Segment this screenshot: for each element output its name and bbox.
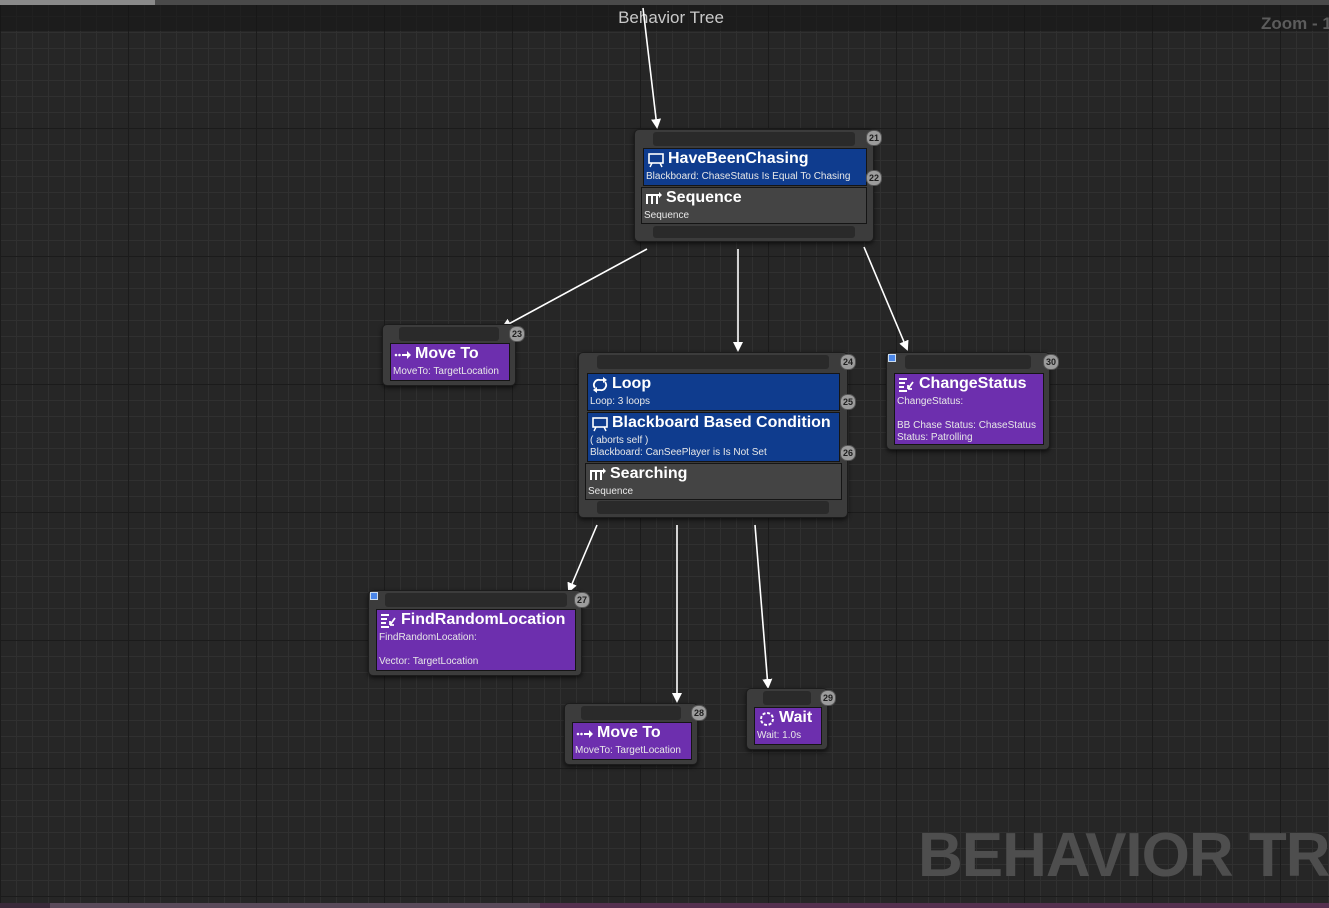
wire-to-wait <box>754 524 773 689</box>
input-pin[interactable] <box>597 355 829 369</box>
top-tab-strip <box>0 0 1329 5</box>
wait-task[interactable]: Wait Wait: 1.0s <box>754 707 822 745</box>
graph-type-watermark: BEHAVIOR TREE <box>918 821 1329 890</box>
searching-sequence-node[interactable]: Loop Loop: 3 loops Blackboard Based Cond… <box>578 352 856 518</box>
loop-index-badge: 25 <box>840 394 856 410</box>
execution-index-badge: 24 <box>840 354 856 370</box>
blueprint-icon <box>370 592 378 600</box>
composite-searching[interactable]: Searching Sequence <box>585 463 842 500</box>
move-to-icon <box>394 351 411 359</box>
move-to-task[interactable]: Move To MoveTo: TargetLocation <box>572 722 692 760</box>
find-random-location-node[interactable]: FindRandomLocation FindRandomLocation: V… <box>368 590 590 676</box>
decorator-blackboard-based-condition[interactable]: Blackboard Based Condition ( aborts self… <box>587 412 840 462</box>
input-pin[interactable] <box>905 355 1031 369</box>
task-description: MoveTo: TargetLocation <box>575 745 681 756</box>
execution-index-badge: 28 <box>691 705 707 721</box>
root-sequence-node[interactable]: HaveBeenChasing Blackboard: ChaseStatus … <box>634 129 882 242</box>
decorator-description: Loop: 3 loops <box>590 396 651 407</box>
decorator-title: Blackboard Based Condition <box>612 414 831 431</box>
decorator-abort-mode: ( aborts self ) <box>590 435 649 446</box>
blueprint-icon <box>888 354 896 362</box>
decorator-title: Loop <box>612 375 652 392</box>
task-property-vector: Vector: TargetLocation <box>379 656 479 667</box>
decorator-have-been-chasing[interactable]: HaveBeenChasing Blackboard: ChaseStatus … <box>643 148 867 186</box>
zoom-label: Zoom - 1 <box>1261 14 1329 33</box>
task-description: Wait: 1.0s <box>757 730 802 741</box>
execution-index-badge: 27 <box>574 592 590 608</box>
blackboard-icon <box>648 153 664 168</box>
task-property-bb-chase-status: BB Chase Status: ChaseStatus <box>897 420 1036 431</box>
input-pin[interactable] <box>763 691 811 705</box>
composite-title: Searching <box>610 465 688 482</box>
composite-sequence[interactable]: Sequence Sequence <box>641 187 867 224</box>
graph-title-bar <box>0 5 1329 31</box>
input-pin[interactable] <box>581 706 681 720</box>
blueprint-task-icon <box>381 614 396 628</box>
bottom-status-strip <box>0 903 1329 908</box>
change-status-task[interactable]: ChangeStatus ChangeStatus: BB Chase Stat… <box>894 373 1044 445</box>
composite-description: Sequence <box>588 486 634 497</box>
find-random-location-task[interactable]: FindRandomLocation FindRandomLocation: V… <box>376 609 576 671</box>
wire-to-move-to-1 <box>501 248 648 328</box>
decorator-description: Blackboard: ChaseStatus Is Equal To Chas… <box>646 171 851 182</box>
move-to-node-1[interactable]: Move To MoveTo: TargetLocation 23 <box>382 324 525 386</box>
task-description: MoveTo: TargetLocation <box>393 366 499 377</box>
sequence-icon <box>590 468 606 480</box>
composite-title: Sequence <box>666 189 742 206</box>
wire-to-find-random-location <box>567 524 598 593</box>
input-pin[interactable] <box>385 593 567 607</box>
input-pin[interactable] <box>399 327 499 341</box>
active-tab-indicator[interactable] <box>0 0 155 5</box>
wire-root <box>642 7 662 129</box>
task-description: ChangeStatus: <box>897 396 964 407</box>
wait-node[interactable]: Wait Wait: 1.0s 29 <box>746 688 836 750</box>
task-title: Wait <box>779 709 813 726</box>
decorator-index-badge: 22 <box>866 170 882 186</box>
task-property-status: Status: Patrolling <box>897 432 973 443</box>
loop-icon <box>593 377 607 393</box>
execution-index-badge: 30 <box>1043 354 1059 370</box>
task-title: Move To <box>415 345 479 362</box>
blueprint-task-icon <box>899 378 914 392</box>
sequence-icon <box>646 192 662 204</box>
execution-index-badge: 21 <box>866 130 882 146</box>
condition-index-badge: 26 <box>840 445 856 461</box>
input-pin[interactable] <box>653 132 855 146</box>
composite-description: Sequence <box>644 210 690 221</box>
task-title: FindRandomLocation <box>401 611 566 628</box>
move-to-task[interactable]: Move To MoveTo: TargetLocation <box>390 343 510 381</box>
execution-index-badge: 23 <box>509 326 525 342</box>
decorator-description: Blackboard: CanSeePlayer is Is Not Set <box>590 447 767 458</box>
task-title: ChangeStatus <box>919 375 1027 392</box>
move-to-icon <box>576 730 593 738</box>
execution-index-badge: 29 <box>820 690 836 706</box>
task-title: Move To <box>597 724 661 741</box>
output-pin[interactable] <box>653 226 855 238</box>
blackboard-icon <box>592 417 608 432</box>
move-to-node-2[interactable]: Move To MoveTo: TargetLocation 28 <box>564 703 707 765</box>
decorator-title: HaveBeenChasing <box>668 150 809 167</box>
wire-to-change-status <box>863 246 909 351</box>
wait-icon <box>760 712 774 726</box>
output-pin[interactable] <box>597 501 829 514</box>
task-description: FindRandomLocation: <box>379 632 477 643</box>
decorator-loop[interactable]: Loop Loop: 3 loops <box>587 373 840 411</box>
change-status-node[interactable]: ChangeStatus ChangeStatus: BB Chase Stat… <box>886 352 1059 450</box>
